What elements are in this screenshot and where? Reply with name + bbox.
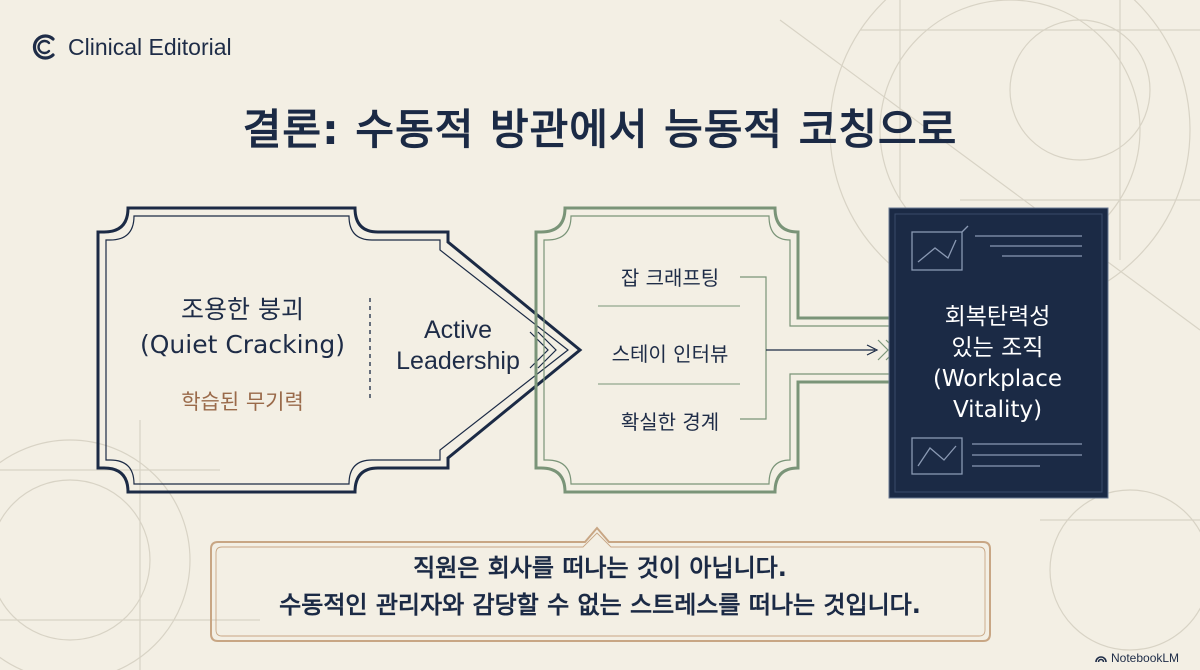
blueprint-icon xyxy=(911,225,1082,475)
left-arrow-shape xyxy=(96,206,583,494)
c-monogram-icon xyxy=(32,34,55,60)
right-box-title: 회복탄력성 있는 조직 (Workplace Vitality) xyxy=(900,302,1095,426)
right-title-line2: 있는 조직 xyxy=(951,335,1044,361)
technique-item: 스테이 인터뷰 xyxy=(611,342,729,366)
right-title-line4: Vitality) xyxy=(952,397,1043,423)
notebooklm-logo-icon xyxy=(1095,656,1107,663)
brand-name: Clinical Editorial xyxy=(68,33,232,60)
callout-line1: 직원은 회사를 떠나는 것이 아닙니다. xyxy=(413,554,787,582)
left-box-title: 조용한 붕괴 (Quiet Cracking) xyxy=(105,292,380,362)
technique-item: 잡 크래프팅 xyxy=(620,266,720,290)
page-title: 결론: 수동적 방관에서 능동적 코칭으로 xyxy=(242,105,958,154)
arrow-label-line1: Active xyxy=(423,316,493,344)
technique-item: 확실한 경계 xyxy=(620,410,720,434)
middle-arrow-shape xyxy=(534,206,927,494)
callout-text: 직원은 회사를 떠나는 것이 아닙니다. 수동적인 관리자와 감당할 수 없는 … xyxy=(210,550,990,624)
left-box-subtitle: 학습된 무기력 xyxy=(181,390,304,414)
notebooklm-badge: NotebookLM xyxy=(1095,651,1179,665)
left-title-line2: (Quiet Cracking) xyxy=(139,330,346,359)
arrow-label-line2: Leadership xyxy=(396,347,520,375)
brand: Clinical Editorial xyxy=(30,32,232,62)
transition-arrow-label: Active Leadership xyxy=(378,315,538,377)
notebooklm-label: NotebookLM xyxy=(1111,651,1180,665)
callout-bubble xyxy=(210,526,991,642)
right-title-line1: 회복탄력성 xyxy=(944,304,1051,330)
right-title-line3: (Workplace xyxy=(932,366,1063,392)
left-title-line1: 조용한 붕괴 xyxy=(181,295,304,324)
callout-line2: 수동적인 관리자와 감당할 수 없는 스트레스를 떠나는 것입니다. xyxy=(279,591,921,619)
